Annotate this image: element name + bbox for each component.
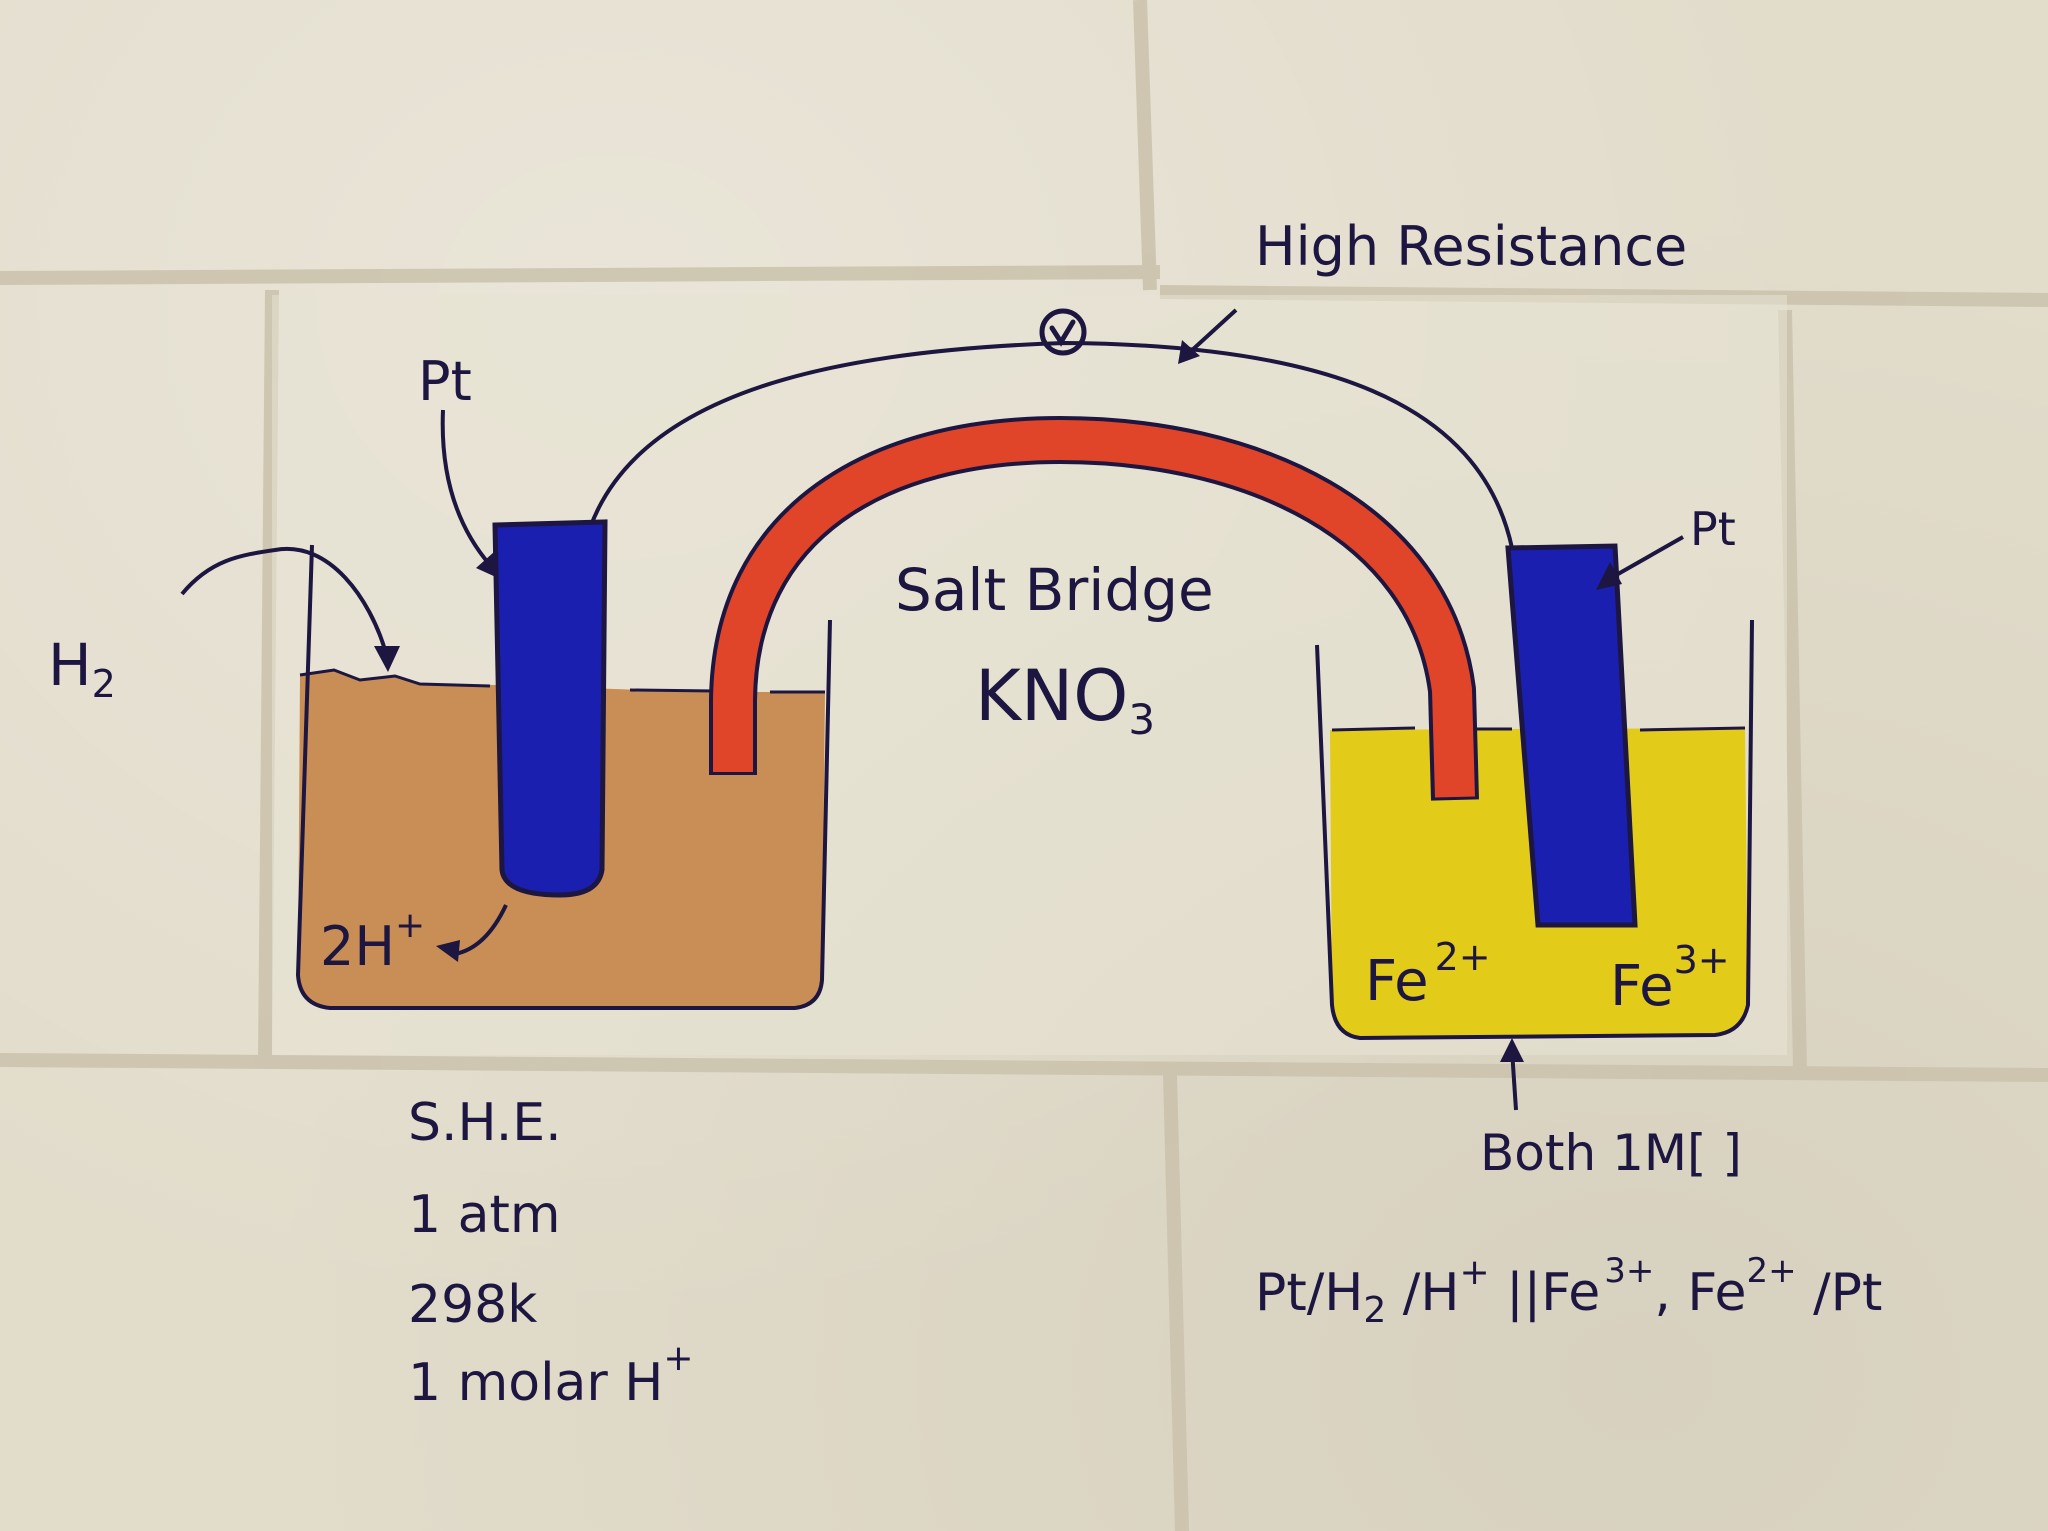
pt-left-label: Pt [418,350,472,413]
she-condition-line: 1 atm [408,1185,561,1245]
salt-bridge-tube [713,420,1475,798]
voltmeter-circle [1039,308,1087,356]
both-concentration-arrow [1500,1038,1524,1111]
left-beaker-outline [295,544,832,1010]
right-beaker-outline [1315,619,1754,1041]
external-wire [588,340,1514,549]
both-concentration-label: Both 1M[ ] [1480,1124,1742,1182]
salt-bridge-label: Salt Bridge [895,556,1214,624]
mortar-line [1133,0,1157,291]
she-condition-line: 298k [408,1275,537,1335]
mortar-line [0,1053,2048,1082]
two-h-plus-arrow [436,904,508,962]
fe3-label: Fe3+ [1610,938,1730,1019]
high-resistance-label: High Resistance [1255,215,1687,278]
she-condition-line: 1 molar H+ [408,1338,694,1413]
two-h-plus-label: 2H+ [320,905,425,978]
pt-right-arrow [1596,535,1684,590]
left-solution-surface [299,668,491,688]
high-resistance-arrow [1178,308,1238,364]
voltmeter-v-symbol [1049,319,1076,347]
pt-right-label: Pt [1690,502,1736,556]
h2-arrow [180,546,400,672]
she-conditions-list: S.H.E. 1 atm 298k 1 molar H+ [408,1093,694,1413]
salt-bridge-formula: KNO3 [975,655,1155,744]
left-pt-electrode [492,519,608,898]
she-condition-line: S.H.E. [408,1093,562,1153]
right-pt-electrode [1505,543,1638,928]
mortar-line [258,289,279,1061]
voltmeter [1039,308,1087,356]
mortar-line [0,265,1161,285]
mortar-line [1163,1074,1189,1531]
mortar-line [1778,309,1807,1071]
pt-left-arrow [440,409,498,578]
h2-label: H2 [48,631,116,706]
